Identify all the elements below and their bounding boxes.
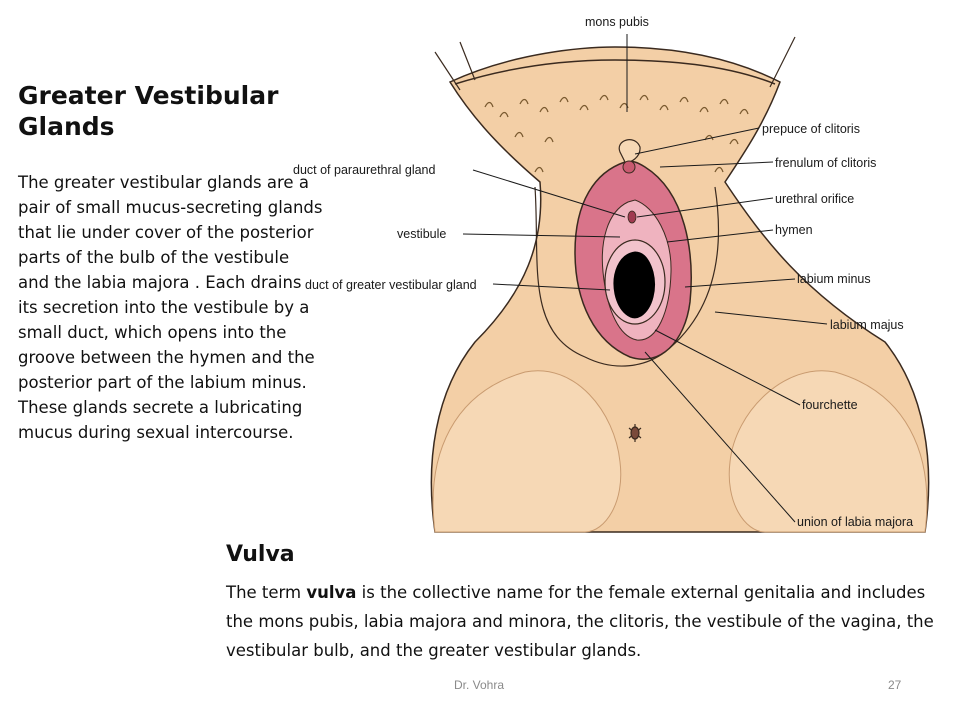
page-number: 27 — [888, 678, 901, 692]
vulva-term: vulva — [306, 583, 356, 602]
label-union-of-labia-majora: union of labia majora — [797, 515, 913, 529]
footer-author: Dr. Vohra — [454, 678, 504, 692]
label-urethral-orifice: urethral orifice — [775, 192, 854, 206]
label-duct-of-greater-vestibular-gland: duct of greater vestibular gland — [305, 278, 477, 292]
greater-vestibular-glands-title: Greater Vestibular Glands — [18, 80, 318, 142]
vulva-diagram: mons pubis prepuce of clitoris frenulum … — [285, 12, 950, 542]
label-vestibule: vestibule — [397, 227, 446, 241]
label-mons-pubis: mons pubis — [585, 15, 649, 29]
vulva-body: The term vulva is the collective name fo… — [226, 578, 951, 665]
urethral-orifice — [628, 211, 636, 223]
label-hymen: hymen — [775, 223, 813, 237]
vulva-illustration: mons pubis prepuce of clitoris frenulum … — [285, 12, 950, 542]
label-frenulum-of-clitoris: frenulum of clitoris — [775, 156, 876, 170]
label-labium-majus: labium majus — [830, 318, 904, 332]
label-prepuce-of-clitoris: prepuce of clitoris — [762, 122, 860, 136]
label-labium-minus: labium minus — [797, 272, 871, 286]
clitoris — [623, 161, 635, 173]
vulva-title: Vulva — [226, 541, 295, 569]
greater-vestibular-glands-body: The greater vestibular glands are a pair… — [18, 170, 323, 445]
vaginal-orifice — [614, 252, 655, 318]
label-fourchette: fourchette — [802, 398, 858, 412]
vulva-body-start: The term — [226, 583, 306, 602]
